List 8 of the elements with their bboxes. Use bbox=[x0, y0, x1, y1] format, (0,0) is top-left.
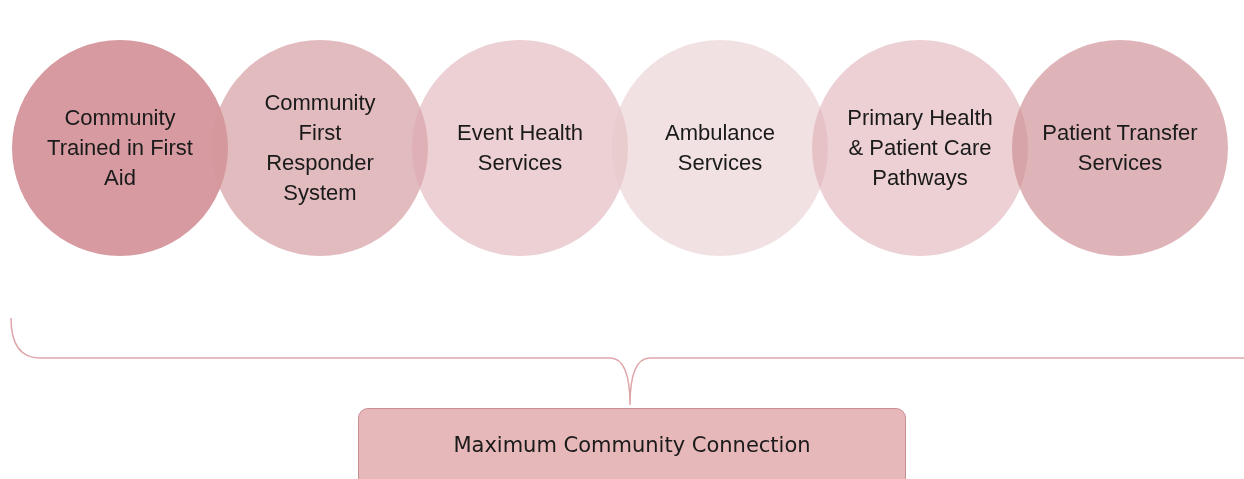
node-label: Maximum Community Connection bbox=[453, 433, 811, 457]
summary-box bbox=[358, 408, 906, 479]
node-label: Event Health Services bbox=[456, 119, 584, 177]
node-label: Primary Health & Patient Care Pathways bbox=[846, 104, 994, 192]
node-label: Community Trained in First Aid bbox=[46, 104, 194, 192]
node-label: Community First Responder System bbox=[263, 89, 377, 207]
node-label: Patient Transfer Services bbox=[1042, 119, 1198, 177]
node-label: Ambulance Services bbox=[663, 119, 777, 177]
